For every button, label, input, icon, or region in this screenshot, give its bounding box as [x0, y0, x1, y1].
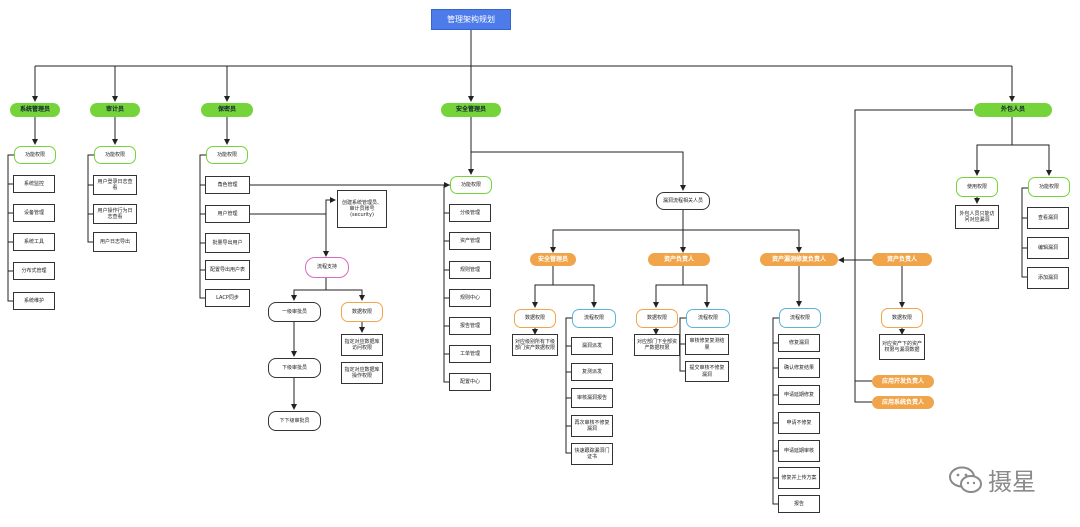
- secrecy-note: 创建系统管理员、审计员账号(security): [337, 190, 387, 228]
- secrecy-data-item: 指定对应数据库操作权限: [341, 362, 383, 384]
- sys-admin-item: 系统监控: [13, 175, 55, 193]
- subrole-asset-responsible: 资产负责人: [872, 253, 932, 266]
- wechat-logo-icon: [949, 466, 982, 493]
- external-use-text: 外包人员只能访问对应漏洞: [955, 205, 999, 229]
- role-sys-admin: 系统管理员: [10, 103, 60, 117]
- vuln-owner-flow-item: 确认修复结果: [778, 358, 820, 378]
- security-func-item: 规则管理: [449, 261, 491, 279]
- flow-step: 下级审批员: [268, 358, 321, 378]
- vuln-owner-flow-item: 申请延期审核: [778, 440, 820, 462]
- asset-resp-data-perm: 数据权限: [881, 308, 923, 328]
- subrole-security-mgr: 安全管理员: [530, 253, 576, 266]
- asset-owner-flow-item: 提交审核不修复漏洞: [685, 361, 729, 382]
- security-func-item: 工单管理: [449, 345, 491, 363]
- auditor-item: 用户操作行为日志查看: [93, 204, 137, 224]
- asset-owner-data-text: 对应部门下全部资产数据权限: [634, 334, 680, 356]
- vuln-owner-flow-item: 申请不修复: [778, 412, 820, 434]
- external-func-item: 添加漏洞: [1027, 267, 1069, 289]
- sec-mgr-data-perm: 数据权限: [514, 309, 556, 328]
- app-dev-owner: 应用开发负责人: [872, 375, 934, 388]
- sec-mgr-data-text: 对应级别所有下级部门资产数据权限: [512, 334, 558, 356]
- secrecy-item-user-mgmt: 用户管理: [205, 205, 250, 223]
- watermark: 摄星: [948, 462, 1036, 497]
- external-func-perm: 功能权限: [1028, 177, 1070, 197]
- sys-admin-item: 系统工具: [13, 233, 55, 251]
- process-support: 流程支持: [305, 257, 349, 278]
- secrecy-item: 配置导出用户表: [205, 260, 250, 280]
- vuln-owner-flow-item: 修复漏洞: [778, 334, 820, 352]
- auditor-item: 用户登录日志查看: [93, 175, 137, 195]
- asset-owner-data-perm: 数据权限: [636, 309, 678, 328]
- asset-owner-flow-item: 审核修复复测结果: [685, 334, 729, 355]
- subrole-vuln-fix-owner: 资产漏洞修复负责人: [760, 253, 838, 266]
- flow-step: 下下级审批员: [268, 411, 321, 431]
- sec-mgr-flow-item: 审核漏洞报告: [571, 388, 613, 408]
- secrecy-item: LACP同步: [205, 289, 250, 307]
- security-func-item: 资产管理: [449, 232, 491, 250]
- sys-admin-item: 系统维护: [13, 292, 55, 310]
- auditor-item: 用户日志导出: [93, 232, 137, 252]
- vuln-owner-flow-item: 申请延期修复: [778, 385, 820, 405]
- watermark-text: 摄星: [988, 468, 1036, 496]
- secrecy-data-perm: 数据权限: [341, 302, 383, 322]
- subrole-asset-owner: 资产负责人: [648, 253, 710, 266]
- security-func-item: 规则中心: [449, 289, 491, 307]
- sec-mgr-flow-item: 再次审核不修复漏洞: [571, 415, 613, 437]
- sys-admin-item: 设备管理: [13, 204, 55, 222]
- security-func-item: 报告管理: [449, 317, 491, 335]
- security-func-item: 配置中心: [449, 373, 491, 391]
- external-use-perm: 使用权限: [956, 177, 998, 197]
- security-func-perm: 功能权限: [450, 176, 492, 194]
- sys-admin-perm: 功能权限: [14, 146, 56, 164]
- role-external: 外包人员: [974, 103, 1052, 117]
- vuln-flow-handlers: 漏洞流程相关人员: [656, 192, 710, 210]
- vuln-owner-flow-item: 报告: [778, 495, 820, 513]
- external-func-item: 查看漏洞: [1027, 207, 1069, 229]
- secrecy-item: 批量导出用户: [205, 233, 250, 253]
- vuln-owner-flow-perm: 流程权限: [779, 308, 821, 328]
- secrecy-perm: 功能权限: [206, 146, 248, 164]
- asset-resp-data-text: 对应资产下的资产权限与漏洞数据: [879, 334, 925, 360]
- sec-mgr-flow-perm: 流程权限: [572, 309, 616, 328]
- asset-owner-flow-perm: 流程权限: [686, 309, 730, 328]
- app-system-owner: 应用系统负责人: [872, 396, 934, 409]
- security-func-item: 分级管理: [449, 204, 491, 222]
- secrecy-data-item: 指定对应数据库访问权限: [341, 334, 383, 356]
- sec-mgr-flow-item: 复测派发: [571, 363, 613, 381]
- auditor-perm: 功能权限: [94, 146, 136, 164]
- diagram-title: 管理架构规划: [431, 9, 511, 30]
- vuln-owner-flow-item: 修复并上传方案: [778, 467, 820, 489]
- secrecy-item-role-mgmt: 角色管理: [205, 176, 250, 194]
- flow-step: 一级审批员: [268, 302, 321, 322]
- sys-admin-item: 分布式管理: [13, 262, 55, 280]
- external-func-item: 编辑漏洞: [1027, 237, 1069, 259]
- role-auditor: 审计员: [90, 103, 140, 117]
- sec-mgr-flow-item: 快速跟踪漏洞门证书: [571, 443, 613, 465]
- role-security-admin: 安全管理员: [441, 103, 501, 117]
- role-secrecy: 保密员: [201, 103, 253, 117]
- sec-mgr-flow-item: 漏洞派发: [571, 337, 613, 355]
